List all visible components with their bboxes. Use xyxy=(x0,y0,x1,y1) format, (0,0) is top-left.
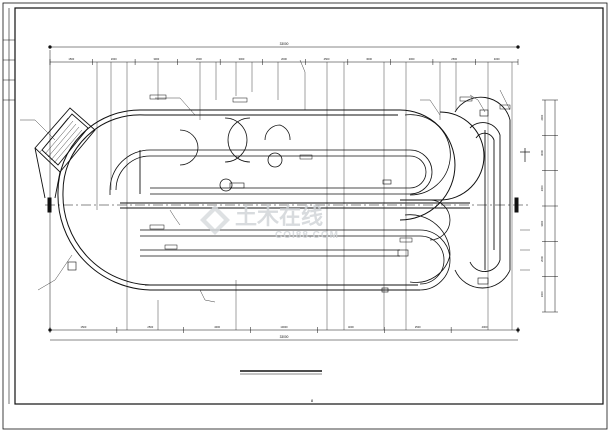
dim-top-overall: 33000 xyxy=(280,42,289,46)
binding-ticks xyxy=(3,39,15,101)
ditch-outer-wall xyxy=(57,109,485,291)
dim-top-segment-label: 2000 xyxy=(196,57,202,61)
dim-right-label: 2000 xyxy=(540,256,544,262)
dim-top-segment-label: 3000 xyxy=(239,57,245,61)
dim-top-segment-label: 2500 xyxy=(451,57,457,61)
dimension-right: 2000 3000 2000 3000 2000 1000 xyxy=(540,99,558,313)
small-structures xyxy=(67,109,489,293)
leader-lines xyxy=(20,59,530,303)
inner-frame xyxy=(14,7,604,405)
dim-top-segment-label: 2000 xyxy=(111,57,117,61)
watermark: 土木在线 COI88.COM xyxy=(200,204,339,241)
dim-bottom-segment-label: 2500 xyxy=(147,325,153,329)
dim-right-label: 2000 xyxy=(540,185,544,191)
dim-bottom-overall: 33000 xyxy=(280,335,289,339)
dim-top-segment-label: 3000 xyxy=(153,57,159,61)
return-loops xyxy=(404,114,451,283)
extension-lines xyxy=(96,62,513,330)
sheet-number: 8 xyxy=(311,398,314,403)
inlet-hatching xyxy=(39,117,83,164)
watermark-text: 土木在线 xyxy=(235,204,323,229)
secondary-tank xyxy=(454,96,511,289)
watermark-subtext: COI88.COM xyxy=(275,230,339,241)
ditch-channels xyxy=(109,149,451,291)
dim-right-label: 1000 xyxy=(540,291,544,297)
partition-walls xyxy=(120,150,470,209)
dim-bottom-segment-label: 1500 xyxy=(81,325,87,329)
dim-top-segment-label: 1500 xyxy=(68,57,74,61)
dim-right-label: 3000 xyxy=(540,220,544,226)
section-marks xyxy=(47,197,519,213)
dim-top-segment-label: 2000 xyxy=(281,57,287,61)
dimension-top: 1500 2000 3000 2000 3000 2000 4500 3000 2000 2500… xyxy=(49,46,519,65)
dim-bottom-segment-label: 4000 xyxy=(214,325,220,329)
dim-top-segment-label: 4500 xyxy=(324,57,330,61)
dim-right-label: 2000 xyxy=(540,114,544,120)
title-block xyxy=(240,370,322,375)
inlet-channel xyxy=(34,107,96,199)
dim-top-segment-label: 3000 xyxy=(366,57,372,61)
dim-bottom-segment-label: 4000 xyxy=(482,325,488,329)
callout-tags xyxy=(149,94,511,250)
dim-top-segment-label: 2000 xyxy=(409,57,415,61)
dim-bottom-segment-label: 10000 xyxy=(280,325,288,329)
dim-top-segment-label: 4000 xyxy=(494,57,500,61)
north-arrow xyxy=(520,148,530,162)
dim-right-label: 3000 xyxy=(540,150,544,156)
aerators xyxy=(179,117,291,192)
dim-bottom-segment-label: 4000 xyxy=(348,325,354,329)
dimension-bottom: 1500 2500 4000 10000 4000 2500 4000 xyxy=(49,325,519,341)
axis-markers xyxy=(48,45,520,332)
dim-bottom-segment-label: 2500 xyxy=(415,325,421,329)
